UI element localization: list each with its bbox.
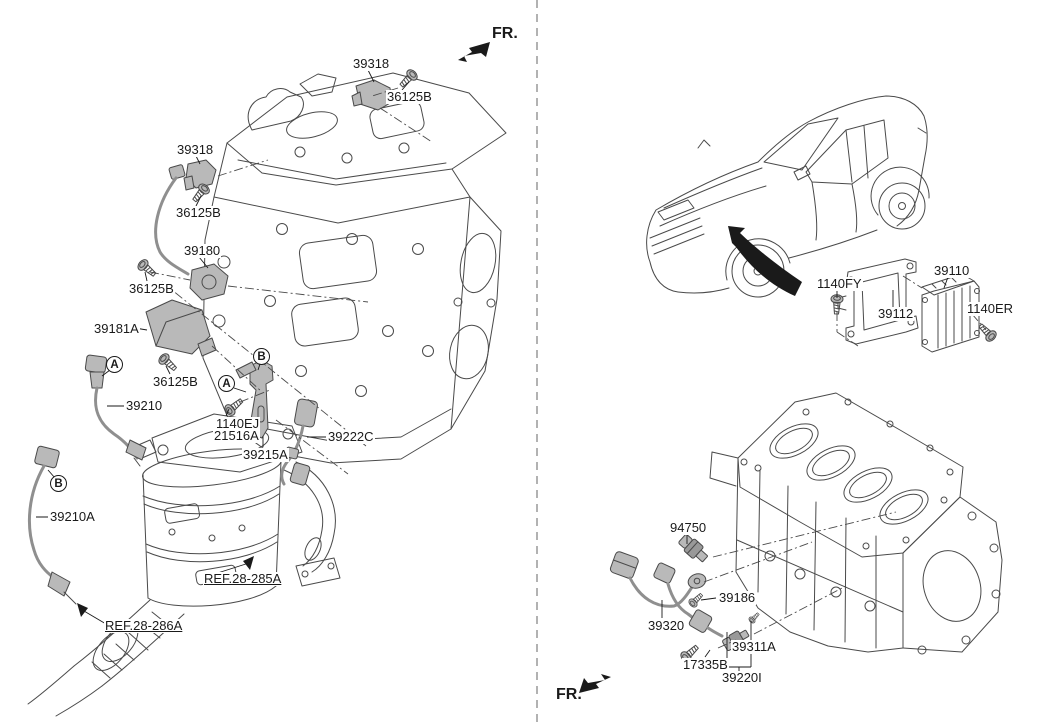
part-label-1140fy: 1140FY	[816, 276, 863, 291]
part-label-39181a: 39181A	[93, 321, 140, 336]
sensor-cover-39181a-art	[145, 299, 217, 357]
part-label-36125b-2: 36125B	[175, 205, 222, 220]
bolt-36125b-1-art	[396, 67, 420, 91]
part-label-39112: 39112	[877, 306, 915, 321]
part-label-1140er: 1140ER	[966, 301, 1015, 316]
part-label-39110: 39110	[933, 263, 971, 278]
callout-b-bracket: B	[253, 348, 270, 365]
left-leader-dashes	[149, 87, 433, 475]
callout-b-oxygen-sensor: B	[50, 475, 67, 492]
part-label-94750: 94750	[669, 520, 708, 535]
part-label-39320: 39320	[647, 618, 686, 633]
camshaft-sensor-left-art	[168, 159, 217, 191]
fr-direction-arrow-bottom-icon	[579, 674, 611, 693]
bolt-36125b-3-art	[135, 257, 159, 280]
part-label-1140ej: 1140EJ	[215, 416, 261, 431]
part-label-39215a: 39215A	[242, 447, 289, 462]
part-label-39222c: 39222C	[327, 429, 375, 444]
part-label-39180: 39180	[183, 243, 222, 258]
extension-wiring-39222c-art	[280, 398, 318, 486]
part-label-17335b: 17335B	[682, 657, 729, 672]
right-leader-dashes	[703, 275, 987, 649]
fr-marker-bottom: FR.	[556, 686, 582, 703]
part-label-39210a: 39210A	[49, 509, 96, 524]
part-label-36125b-1: 36125B	[386, 89, 433, 104]
part-label-39210: 39210	[125, 398, 164, 413]
cylinder-block-art	[709, 392, 1003, 655]
pin-39220-art	[747, 610, 762, 625]
fr-marker-top: FR.	[492, 25, 518, 42]
part-label-36125b-4: 36125B	[152, 374, 199, 389]
fr-direction-arrow-top-icon	[458, 42, 490, 62]
ref-link-28-286a[interactable]: REF.28-286A	[104, 618, 184, 633]
ref-link-28-285a[interactable]: REF.28-285A	[203, 571, 283, 586]
catalytic-converter-art	[27, 413, 341, 717]
callout-a-bracket: A	[218, 375, 235, 392]
part-label-39318-left: 39318	[176, 142, 215, 157]
vehicle-art	[646, 95, 930, 298]
right-leader-lines	[661, 276, 949, 672]
oil-pressure-sensor-art	[678, 534, 708, 563]
left-leader-lines	[36, 69, 410, 625]
oxygen-sensor-39210-art	[84, 354, 147, 467]
part-label-39220i: 39220I	[721, 670, 763, 685]
location-arrow	[728, 226, 802, 296]
part-label-39311a: 39311A	[731, 639, 777, 654]
callout-a-oxygen-sensor: A	[106, 356, 123, 373]
part-label-39186: 39186	[718, 590, 757, 605]
part-label-21516a: 21516A	[213, 428, 260, 443]
part-label-36125b-3: 36125B	[128, 281, 175, 296]
crankshaft-sensor-art	[154, 176, 229, 301]
engine-assembly-art	[202, 72, 507, 464]
knock-sensor-harness-art	[609, 551, 724, 638]
oxygen-sensor-39210a-art	[27, 445, 77, 605]
part-label-39318-top: 39318	[352, 56, 391, 71]
